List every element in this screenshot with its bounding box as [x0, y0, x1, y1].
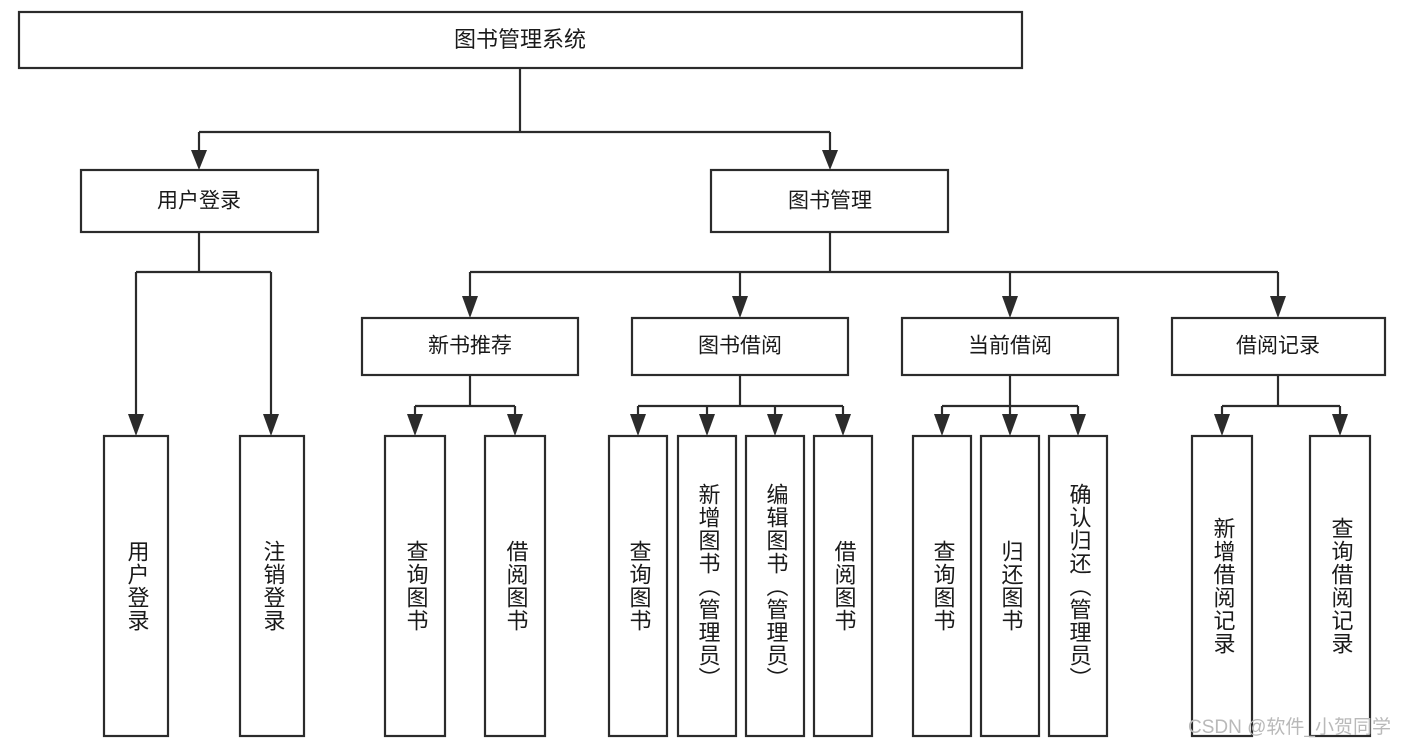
node-user-login-label: 用户登录: [157, 190, 241, 213]
arrowhead-bookborrow-leaf3: [767, 414, 783, 436]
node-current-borrow-box[interactable]: [900, 316, 1120, 377]
node-user-login-box[interactable]: [79, 168, 320, 234]
leaf-box-logout[interactable]: [238, 434, 306, 738]
arrowhead-currentborrow-leaf2: [1002, 414, 1018, 436]
arrowhead-bookborrow-leaf1: [630, 414, 646, 436]
node-book-borrow[interactable]: 图书借阅: [630, 316, 850, 377]
arrowhead-bookborrow-leaf4: [835, 414, 851, 436]
node-borrow-record-label: 借阅记录: [1236, 335, 1320, 358]
arrowhead-user-login: [191, 150, 207, 170]
arrowhead-new-book: [462, 296, 478, 318]
arrowhead-newbook-leaf1: [407, 414, 423, 436]
node-new-book-recommend-label: 新书推荐: [428, 335, 512, 358]
leaf-box-user-login[interactable]: [102, 434, 170, 738]
leaf-box-add-book-admin[interactable]: [676, 434, 738, 738]
node-borrow-record-box[interactable]: [1170, 316, 1387, 377]
node-current-borrow-label: 当前借阅: [968, 335, 1052, 358]
arrowhead-leaf-logout: [263, 414, 279, 436]
arrowhead-borrowrecord-leaf2: [1332, 414, 1348, 436]
arrowhead-bookborrow-leaf2: [699, 414, 715, 436]
leaf-box-return-book[interactable]: [979, 434, 1041, 738]
node-borrow-record[interactable]: 借阅记录: [1170, 316, 1387, 377]
node-root-system-box[interactable]: [17, 10, 1024, 70]
arrowhead-borrowrecord-leaf1: [1214, 414, 1230, 436]
arrowhead-current-borrow: [1002, 296, 1018, 318]
node-user-login[interactable]: 用户登录: [79, 168, 320, 234]
leaf-box-add-borrow-record[interactable]: [1190, 434, 1254, 738]
arrowhead-borrow-record: [1270, 296, 1286, 318]
leaf-box-query-borrow-record[interactable]: [1308, 434, 1372, 738]
arrowhead-book-mgmt: [822, 150, 838, 170]
arrowhead-currentborrow-leaf1: [934, 414, 950, 436]
node-new-book-recommend-box[interactable]: [360, 316, 580, 377]
leaf-box-borrow-book-2[interactable]: [812, 434, 874, 738]
node-current-borrow[interactable]: 当前借阅: [900, 316, 1120, 377]
node-book-borrow-label: 图书借阅: [698, 335, 782, 358]
node-book-borrow-box[interactable]: [630, 316, 850, 377]
arrowhead-currentborrow-leaf3: [1070, 414, 1086, 436]
node-root-system[interactable]: 图书管理系统: [17, 10, 1024, 70]
leaf-box-query-book-3[interactable]: [911, 434, 973, 738]
arrowhead-newbook-leaf2: [507, 414, 523, 436]
leaf-box-edit-book-admin[interactable]: [744, 434, 806, 738]
arrowhead-book-borrow: [732, 296, 748, 318]
leaf-box-query-book-2[interactable]: [607, 434, 669, 738]
arrowhead-leaf-user-login: [128, 414, 144, 436]
leaf-box-borrow-book-1[interactable]: [483, 434, 547, 738]
node-new-book-recommend[interactable]: 新书推荐: [360, 316, 580, 377]
node-book-management-label: 图书管理: [788, 190, 872, 213]
leaf-box-query-book-1[interactable]: [383, 434, 447, 738]
node-root-system-label: 图书管理系统: [454, 27, 586, 52]
node-book-management-box[interactable]: [709, 168, 950, 234]
node-book-management[interactable]: 图书管理: [709, 168, 950, 234]
connector-group: [128, 68, 1348, 436]
leaf-box-confirm-return-admin[interactable]: [1047, 434, 1109, 738]
watermark: CSDN @软件_小贺同学: [1188, 717, 1391, 738]
